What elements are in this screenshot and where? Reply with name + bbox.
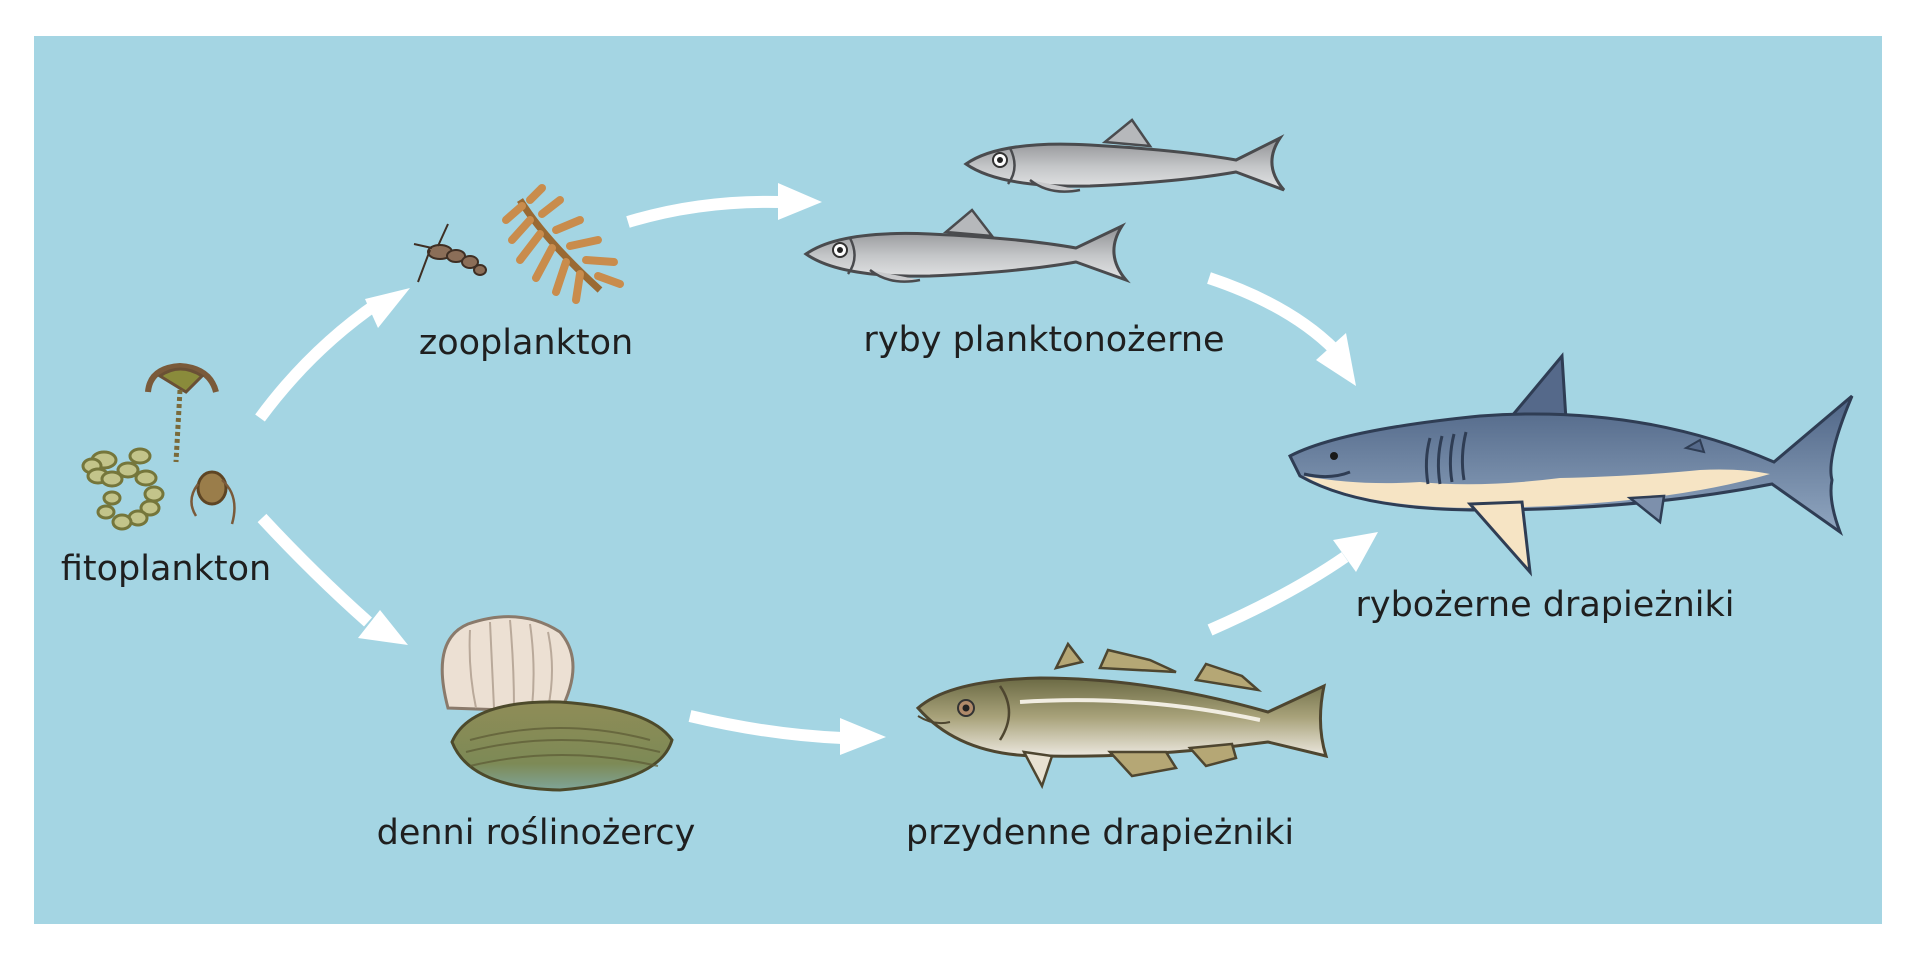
arrow-przydenne-ryboz [1207,552,1349,636]
arrow-fito-zoo [255,298,382,422]
arrow-denni-przydenne [688,710,843,744]
label-przydenne-drapiezniki: przydenne drapieżniki [905,813,1295,853]
arrow-head-fito-denni [358,610,408,645]
label-fitoplankton: fitoplankton [60,549,272,589]
herring-bottom [803,208,1131,284]
clam-illustration [440,615,674,792]
label-ryby-planktonozerne: ryby planktonożerne [863,320,1225,360]
phytoplankton-illustration [81,362,236,531]
label-denni-roslinozercy: denni roślinożercy [376,813,696,853]
arrow-fito-denni [257,513,372,627]
arrow-head-zoo-ryby [778,183,822,220]
arrow-head-fito-zoo [365,288,410,328]
arrow-head-ryby-ryboz [1316,333,1356,386]
arrow-ryby-ryboz [1207,272,1340,355]
label-zooplankton: zooplankton [418,323,634,363]
herring-top [963,118,1286,193]
arrow-zoo-ryby [626,195,781,228]
shark-illustration [1287,352,1854,577]
arrow-head-przydenne-ryboz [1333,532,1378,572]
label-ryboz-drapiezniki: rybożerne drapieżniki [1355,585,1735,625]
zooplankton-illustration [413,184,624,304]
cod-illustration [915,641,1329,790]
arrow-head-denni-przydenne [840,718,886,755]
